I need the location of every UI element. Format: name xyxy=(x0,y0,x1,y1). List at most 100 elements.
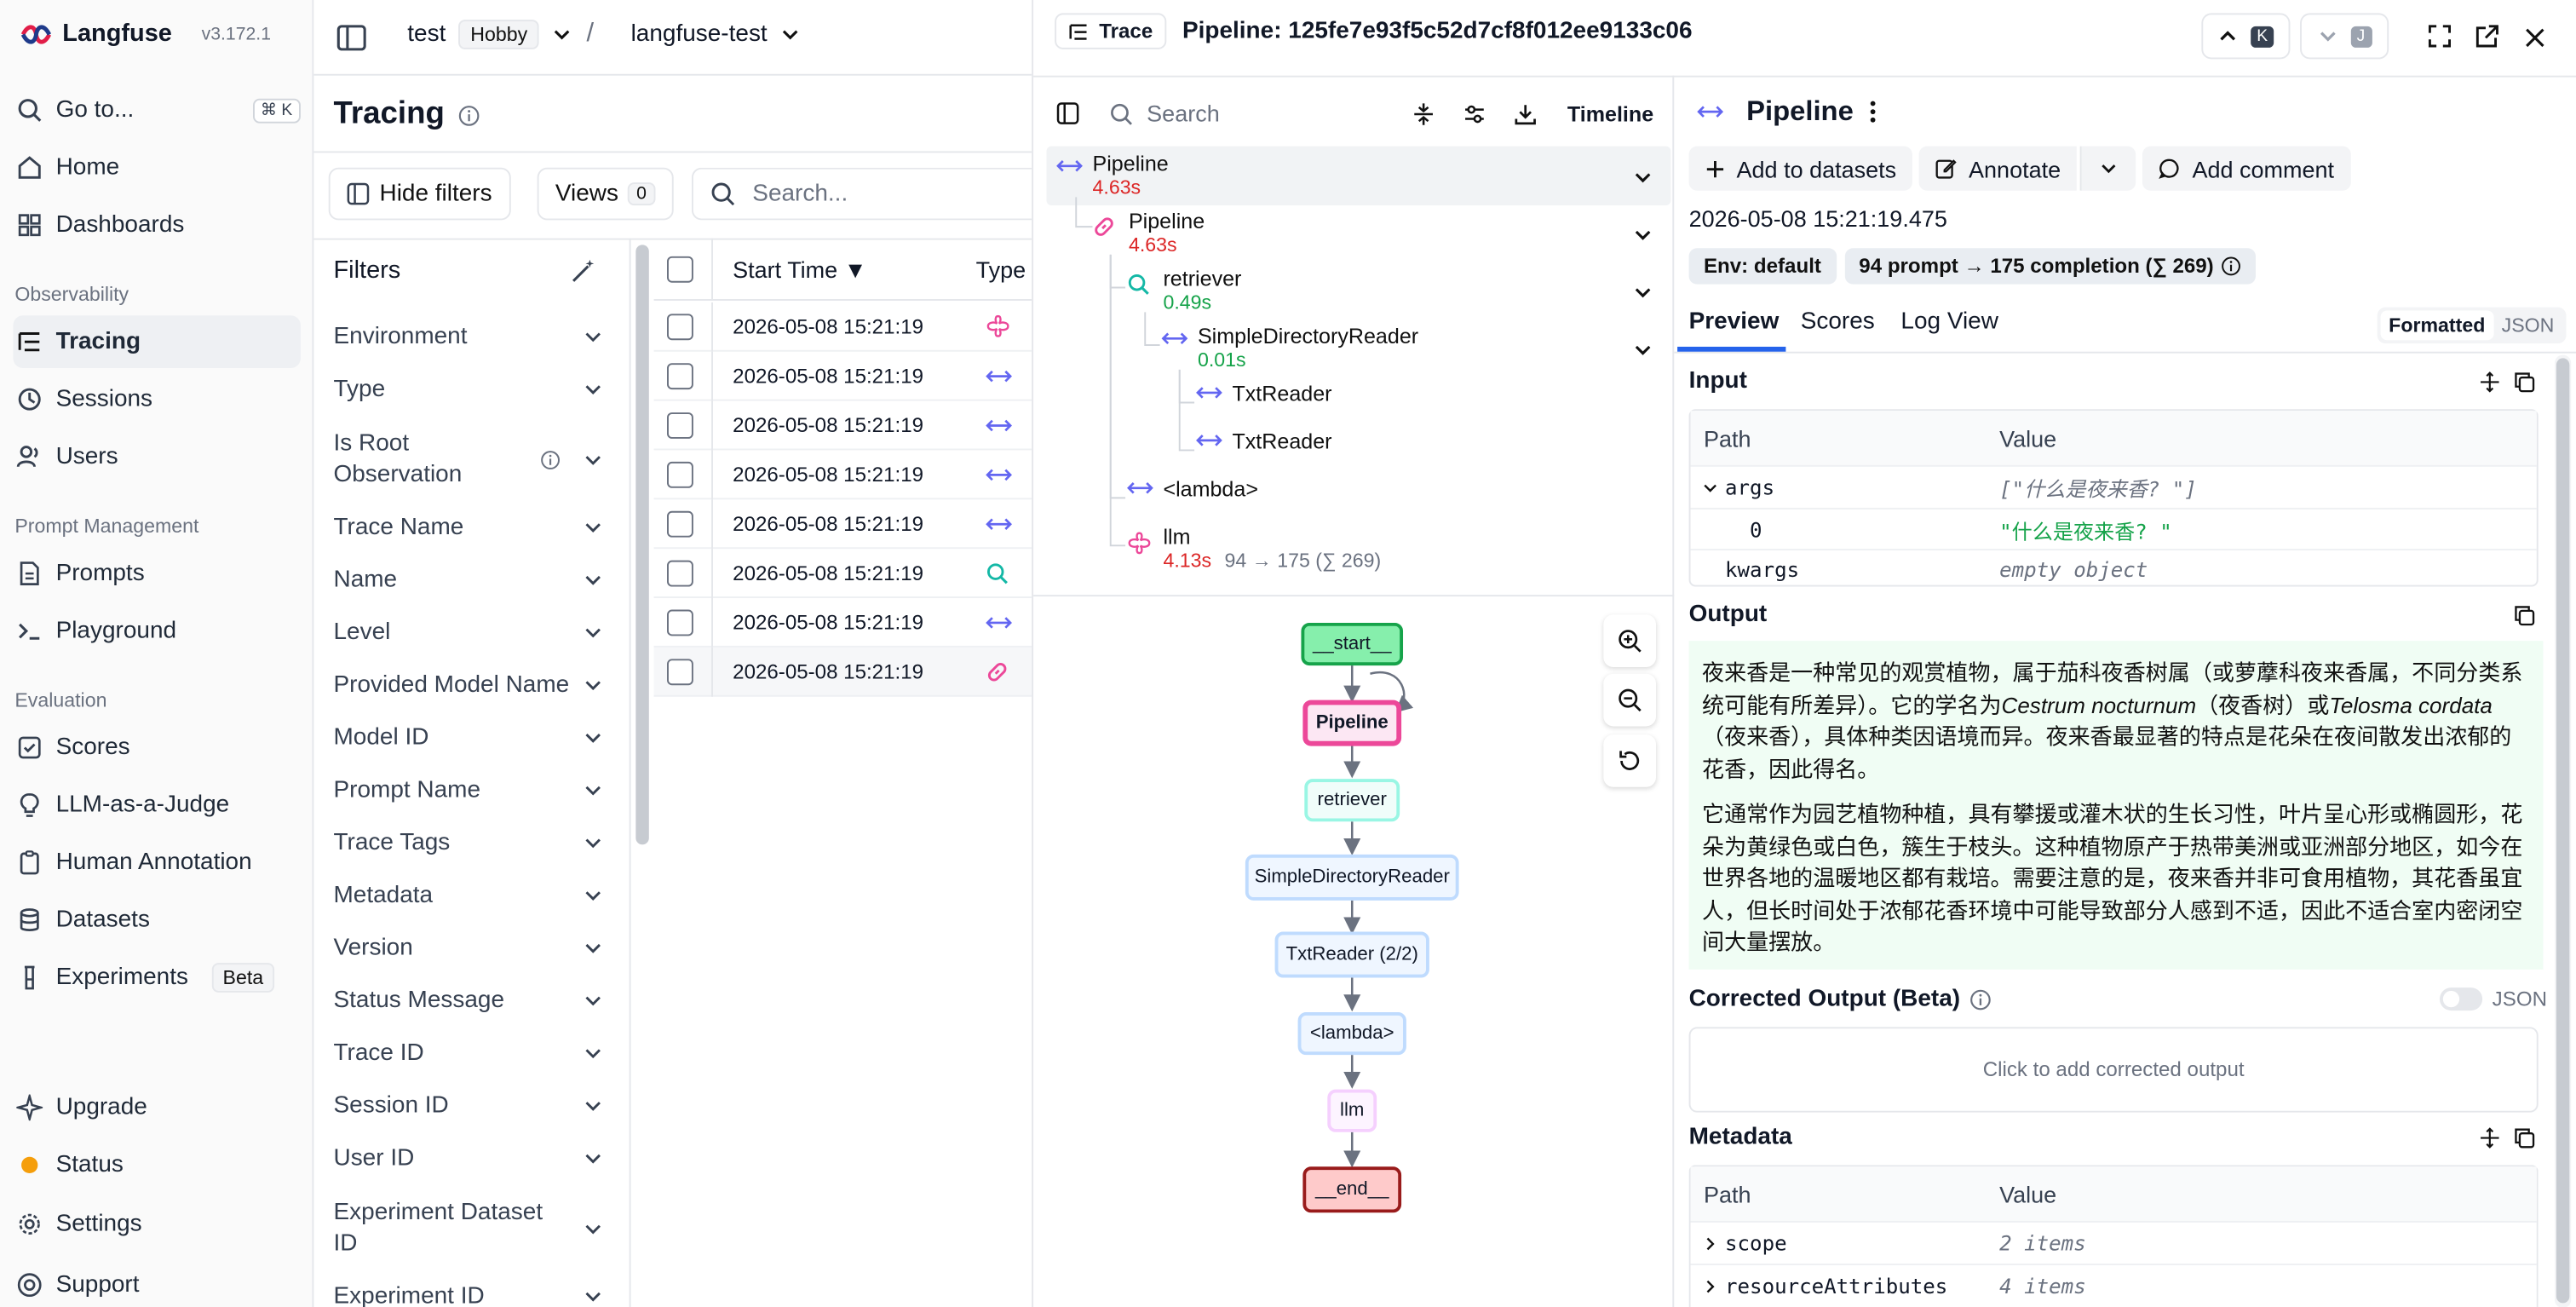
filter-prompt-name[interactable]: Prompt Name xyxy=(334,777,603,803)
sidebar-item-support[interactable]: Support xyxy=(13,1258,301,1307)
sidebar-item-tracing[interactable]: Tracing xyxy=(13,315,301,369)
expand-icon[interactable] xyxy=(2479,371,2500,393)
column-start-time[interactable]: Start Time ▼ xyxy=(733,255,867,282)
filter-trace-name[interactable]: Trace Name xyxy=(334,515,603,541)
sidebar-item-dashboards[interactable]: Dashboards xyxy=(13,199,301,251)
chevron-down-icon[interactable] xyxy=(1633,225,1653,245)
add-to-datasets-button[interactable]: Add to datasets xyxy=(1688,146,1913,191)
table-row[interactable]: 2026-05-08 15:21:19 xyxy=(653,499,1032,550)
graph-node[interactable]: retriever xyxy=(1304,779,1400,822)
trace-search-input[interactable]: Search... xyxy=(691,167,1045,221)
sidebar-item-settings[interactable]: Settings xyxy=(13,1198,301,1251)
copy-icon[interactable] xyxy=(2514,605,2535,626)
expand-icon[interactable] xyxy=(2479,1127,2500,1149)
json-toggle[interactable]: JSON xyxy=(2439,987,2547,1011)
row-checkbox[interactable] xyxy=(667,658,693,685)
chevron-down-icon[interactable] xyxy=(1633,168,1653,187)
info-icon[interactable] xyxy=(457,104,479,125)
zoom-in-button[interactable] xyxy=(1603,614,1657,668)
row-checkbox[interactable] xyxy=(667,608,693,636)
info-icon[interactable] xyxy=(1970,988,1992,1010)
collapse-all-icon[interactable] xyxy=(1412,102,1436,127)
table-row[interactable]: kwargs empty object xyxy=(1690,549,2537,586)
graph-node[interactable]: __end__ xyxy=(1302,1166,1402,1213)
sidebar-item-experiments[interactable]: Experiments Beta xyxy=(13,952,301,1005)
collapse-panel-icon[interactable] xyxy=(1056,102,1079,125)
chevron-down-icon[interactable] xyxy=(1633,340,1653,360)
filter-trace-tags[interactable]: Trace Tags xyxy=(334,830,603,856)
observation-scrollbar[interactable] xyxy=(2554,354,2572,1307)
scroll-thumb[interactable] xyxy=(2556,358,2570,1304)
filter-is-root-observation[interactable]: Is Root Observation xyxy=(334,429,603,491)
filter-version[interactable]: Version xyxy=(334,935,603,961)
sidebar-item-users[interactable]: Users xyxy=(13,430,301,483)
table-row[interactable]: 2026-05-08 15:21:19 xyxy=(653,598,1032,648)
tree-node[interactable]: TxtReader xyxy=(1196,381,1332,406)
hide-filters-button[interactable]: Hide filters xyxy=(328,167,510,221)
copy-icon[interactable] xyxy=(2514,371,2535,393)
project-switcher[interactable]: langfuse-test xyxy=(631,21,801,48)
filter-session-id[interactable]: Session ID xyxy=(334,1093,603,1119)
timeline-toggle[interactable]: Timeline xyxy=(1567,101,1654,127)
table-row[interactable]: 2026-05-08 15:21:19 xyxy=(653,400,1032,451)
tree-node[interactable]: <lambda> xyxy=(1127,476,1258,501)
views-button[interactable]: Views 0 xyxy=(537,167,673,221)
download-icon[interactable] xyxy=(1513,102,1538,127)
table-row[interactable]: 2026-05-08 15:21:19 xyxy=(653,450,1032,500)
filter-model-id[interactable]: Model ID xyxy=(334,725,603,751)
zoom-out-button[interactable] xyxy=(1603,673,1657,727)
table-row[interactable]: 0 "什么是夜来香? " xyxy=(1690,507,2537,549)
corrected-output-input[interactable]: Click to add corrected output xyxy=(1688,1027,2539,1113)
sidebar-item-scores[interactable]: Scores xyxy=(13,722,301,774)
filter-trace-id[interactable]: Trace ID xyxy=(334,1040,603,1067)
format-formatted[interactable]: Formatted xyxy=(2380,310,2493,341)
maximize-icon[interactable] xyxy=(2427,23,2453,49)
close-icon[interactable] xyxy=(2523,26,2546,49)
brand[interactable]: Langfuse v3.172.1 xyxy=(20,20,271,48)
row-checkbox[interactable] xyxy=(667,460,693,487)
copy-icon[interactable] xyxy=(2514,1127,2535,1149)
table-row[interactable]: scope 2 items xyxy=(1690,1220,2537,1264)
filter-type[interactable]: Type xyxy=(334,377,603,403)
sidebar-toggle-icon[interactable] xyxy=(335,21,368,55)
graph-node[interactable]: <lambda> xyxy=(1297,1012,1406,1056)
sidebar-item-sessions[interactable]: Sessions xyxy=(13,373,301,426)
settings-sliders-icon[interactable] xyxy=(1462,102,1486,127)
row-checkbox[interactable] xyxy=(667,559,693,586)
more-vertical-icon[interactable] xyxy=(1870,101,1877,124)
filter-environment[interactable]: Environment xyxy=(334,324,603,350)
column-type[interactable]: Type xyxy=(975,255,1026,282)
tree-node[interactable]: TxtReader xyxy=(1196,429,1332,453)
filter-provided-model-name[interactable]: Provided Model Name xyxy=(334,672,603,699)
sidebar-item-human-annotation[interactable]: Human Annotation xyxy=(13,837,301,890)
filter-user-id[interactable]: User ID xyxy=(334,1145,603,1172)
annotate-button[interactable]: Annotate xyxy=(1919,146,2078,191)
sidebar-item-prompts[interactable]: Prompts xyxy=(13,547,301,600)
toggle-switch[interactable] xyxy=(2439,987,2483,1011)
select-all-checkbox[interactable] xyxy=(667,255,693,282)
sidebar-item-llm-as-a-judge[interactable]: LLM-as-a-Judge xyxy=(13,779,301,832)
graph-node[interactable]: Pipeline xyxy=(1302,700,1402,746)
table-row[interactable]: resourceAttributes 4 items xyxy=(1690,1264,2537,1306)
tab-log-view[interactable]: Log View xyxy=(1900,308,1998,336)
table-row[interactable]: 2026-05-08 15:21:19 xyxy=(653,302,1032,352)
sidebar-item-upgrade[interactable]: Upgrade xyxy=(13,1081,301,1134)
annotate-dropdown-button[interactable] xyxy=(2080,146,2136,191)
org-switcher[interactable]: test Hobby xyxy=(407,20,572,49)
filter-level[interactable]: Level xyxy=(334,619,603,646)
magic-wand-icon[interactable] xyxy=(570,257,596,284)
graph-node[interactable]: __start__ xyxy=(1301,622,1404,666)
chevron-down-icon[interactable] xyxy=(1633,283,1653,302)
prev-trace-button[interactable]: K xyxy=(2201,13,2291,60)
info-icon[interactable] xyxy=(541,450,561,469)
reset-view-button[interactable] xyxy=(1603,734,1657,787)
external-link-icon[interactable] xyxy=(2474,23,2500,49)
row-checkbox[interactable] xyxy=(667,313,693,340)
sidebar-item-datasets[interactable]: Datasets xyxy=(13,894,301,947)
row-checkbox[interactable] xyxy=(667,510,693,537)
table-row[interactable]: 2026-05-08 15:21:19 xyxy=(653,549,1032,599)
usage-pill[interactable]: 94 prompt → 175 completion (∑ 269) xyxy=(1843,248,2257,285)
